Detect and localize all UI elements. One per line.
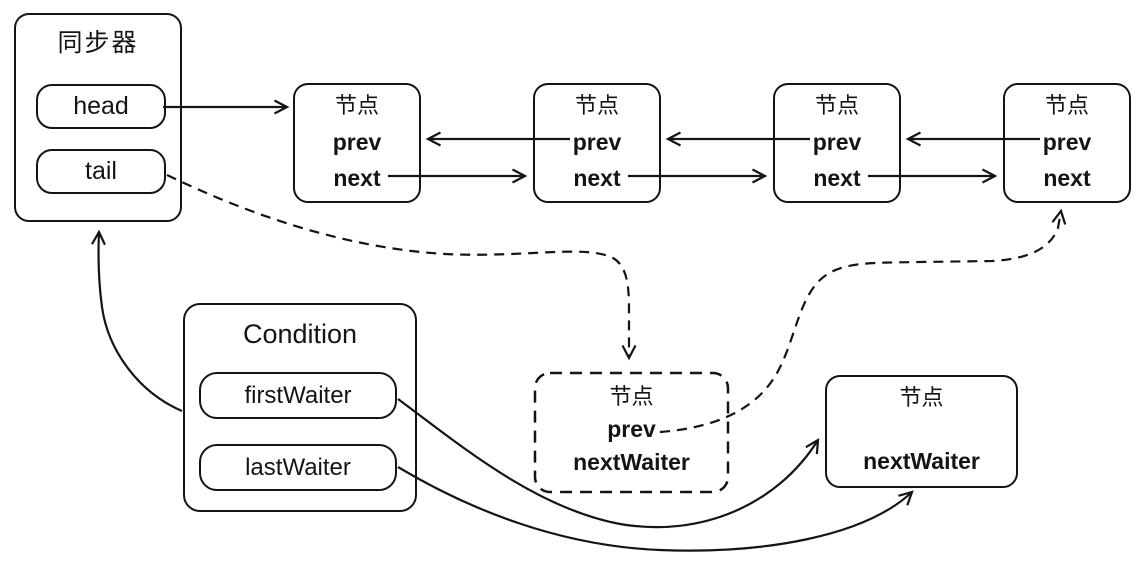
tail-pointer-field: tail — [36, 149, 166, 194]
synchronizer-box: 同步器 head tail — [14, 13, 182, 222]
node-next-field: next — [573, 165, 621, 191]
sync-queue-node-1: 节点 prev next — [293, 83, 421, 203]
first-waiter-pointer-field: firstWaiter — [199, 372, 397, 419]
condition-box: Condition firstWaiter lastWaiter — [183, 303, 417, 512]
pending-transfer-node: 节点 prev nextWaiter — [535, 373, 728, 492]
sync-queue-node-2: 节点 prev next — [533, 83, 661, 203]
node-next-waiter-field: nextWaiter — [863, 448, 980, 474]
node-title: 节点 — [574, 93, 619, 118]
node-next-field: next — [333, 165, 381, 191]
node-title: 节点 — [609, 384, 654, 409]
node-next-field: next — [1043, 165, 1091, 191]
node-title: 节点 — [814, 93, 859, 118]
node-prev-field: prev — [1042, 129, 1092, 155]
last-waiter-pointer-field: lastWaiter — [199, 444, 397, 491]
node-title: 节点 — [334, 93, 379, 118]
sync-queue-node-3: 节点 prev next — [773, 83, 901, 203]
condition-waiter-node: 节点 nextWaiter — [825, 375, 1018, 488]
arrow-condition-to-synchronizer — [91, 229, 183, 413]
node-next-field: next — [813, 165, 861, 191]
sync-queue-node-4: 节点 prev next — [1003, 83, 1131, 203]
node-prev-field: prev — [812, 129, 862, 155]
head-pointer-field: head — [36, 84, 166, 129]
node-prev-field: prev — [332, 129, 382, 155]
condition-title: Condition — [242, 319, 358, 349]
node-title: 节点 — [1044, 93, 1089, 118]
node-prev-field: prev — [572, 129, 622, 155]
node-title: 节点 — [899, 385, 944, 410]
node-prev-field: prev — [607, 416, 656, 442]
node-next-waiter-field: nextWaiter — [573, 449, 690, 475]
synchronizer-title: 同步器 — [57, 29, 139, 57]
